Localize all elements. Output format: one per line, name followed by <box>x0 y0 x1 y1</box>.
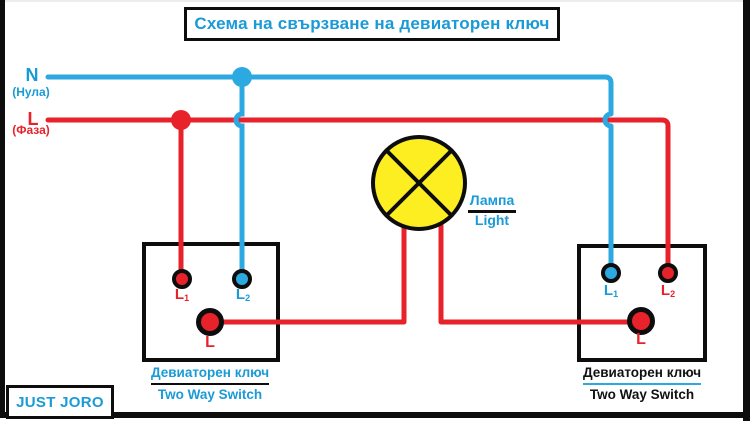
neutral-wire-branch-left <box>233 74 245 282</box>
right-switch-box <box>577 244 707 362</box>
watermark: JUST JORO <box>6 385 114 419</box>
lamp-label: Лампа Light <box>456 192 528 229</box>
left-switch-terminal-l2 <box>232 269 252 289</box>
right-terminal-l1-sub: 1 <box>613 289 619 299</box>
right-terminal-l2-sub: 2 <box>670 289 676 299</box>
neutral-wire-main <box>45 74 614 276</box>
lamp-wire-left <box>207 219 407 325</box>
left-terminal-l2-sub: 2 <box>245 293 251 303</box>
lamp-cross-line-2 <box>384 148 454 218</box>
right-terminal-common-label: L <box>636 331 646 348</box>
left-switch-terminal-common <box>196 308 224 336</box>
lamp-label-en: Light <box>474 212 510 229</box>
frame-right <box>743 0 750 421</box>
live-junction-dot <box>171 110 191 130</box>
diagram-title: Схема на свързване на девиаторен ключ <box>184 7 560 41</box>
left-switch-terminal-l1 <box>172 269 192 289</box>
live-symbol-label: L <box>27 109 39 129</box>
right-terminal-l2-label: L2 <box>655 282 681 300</box>
right-terminal-l1-main: L <box>603 282 614 299</box>
left-terminal-l1-sub: 1 <box>184 293 190 303</box>
neutral-name-label: (Нула) <box>12 85 50 99</box>
live-name-label: (Фаза) <box>12 123 50 137</box>
left-switch-caption: Девиаторен ключ Two Way Switch <box>135 365 285 403</box>
live-wire-main <box>45 117 671 276</box>
neutral-junction-dot <box>232 67 252 87</box>
right-switch-caption-bg: Девиаторен ключ <box>582 365 702 385</box>
right-terminal-l2-main: L <box>660 282 671 299</box>
lamp-icon <box>371 135 467 231</box>
right-switch-caption: Девиаторен ключ Two Way Switch <box>567 365 717 403</box>
left-terminal-l2-main: L <box>235 286 246 303</box>
frame-left <box>0 0 5 418</box>
right-switch-terminal-l2 <box>658 263 678 283</box>
left-switch-box <box>142 242 280 362</box>
lamp-label-bg: Лампа <box>467 192 517 214</box>
left-switch-caption-bg: Девиаторен ключ <box>150 365 270 385</box>
right-switch-terminal-common <box>627 307 655 335</box>
left-terminal-l2-label: L2 <box>230 286 256 304</box>
neutral-symbol-label: N <box>25 65 39 85</box>
left-terminal-l1-label: L1 <box>169 286 195 304</box>
left-terminal-common-label: L <box>205 334 215 351</box>
left-terminal-l1-main: L <box>174 286 185 303</box>
frame-top-line <box>0 0 750 2</box>
right-terminal-l1-label: L1 <box>598 282 624 300</box>
right-switch-caption-en: Two Way Switch <box>589 386 695 402</box>
left-switch-caption-en: Two Way Switch <box>157 386 263 402</box>
frame-bottom <box>0 412 750 418</box>
lamp-wire-right <box>438 219 644 325</box>
right-switch-terminal-l1 <box>601 263 621 283</box>
